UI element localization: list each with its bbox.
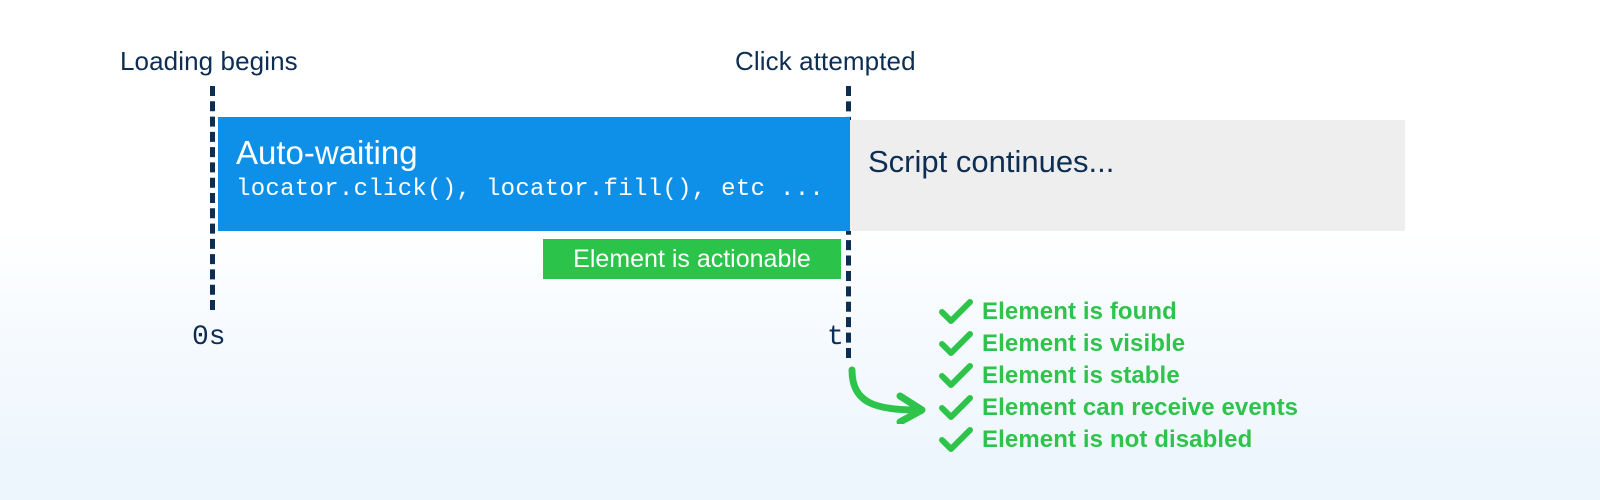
list-item: Element is stable — [938, 360, 1298, 392]
checklist-item-label: Element is found — [982, 298, 1177, 325]
marker-label-click-attempted: Click attempted — [735, 46, 916, 76]
list-item: Element is visible — [938, 328, 1298, 360]
actionability-checklist: Element is found Element is visible Elem… — [938, 296, 1298, 456]
bar-script-continues-title: Script continues... — [868, 144, 1115, 179]
marker-label-loading-begins: Loading begins — [120, 46, 298, 76]
bar-auto-waiting-code: locator.click(), locator.fill(), etc ... — [236, 176, 825, 203]
list-item: Element is not disabled — [938, 424, 1298, 456]
chip-element-is-actionable-label: Element is actionable — [573, 244, 811, 273]
check-icon — [939, 395, 973, 420]
bar-auto-waiting: Auto-waiting locator.click(), locator.fi… — [218, 117, 850, 231]
check-icon — [939, 363, 973, 388]
list-item: Element can receive events — [938, 392, 1298, 424]
checklist-item-label: Element is stable — [982, 362, 1180, 389]
bar-auto-waiting-title: Auto-waiting — [236, 134, 418, 171]
bar-script-continues: Script continues... — [850, 120, 1405, 231]
checklist-item-label: Element is visible — [982, 330, 1186, 357]
axis-tick-end: t — [827, 322, 844, 353]
checklist-item-label: Element is not disabled — [982, 426, 1253, 453]
checklist-item-label: Element can receive events — [982, 394, 1299, 421]
axis-tick-start: 0s — [192, 322, 226, 353]
timeline-rule-start — [210, 86, 215, 310]
curved-arrow-icon — [848, 366, 926, 424]
check-icon — [939, 331, 973, 356]
check-icon — [939, 427, 973, 452]
list-item: Element is found — [938, 296, 1298, 328]
check-icon — [939, 299, 973, 324]
chip-element-is-actionable: Element is actionable — [543, 239, 841, 279]
